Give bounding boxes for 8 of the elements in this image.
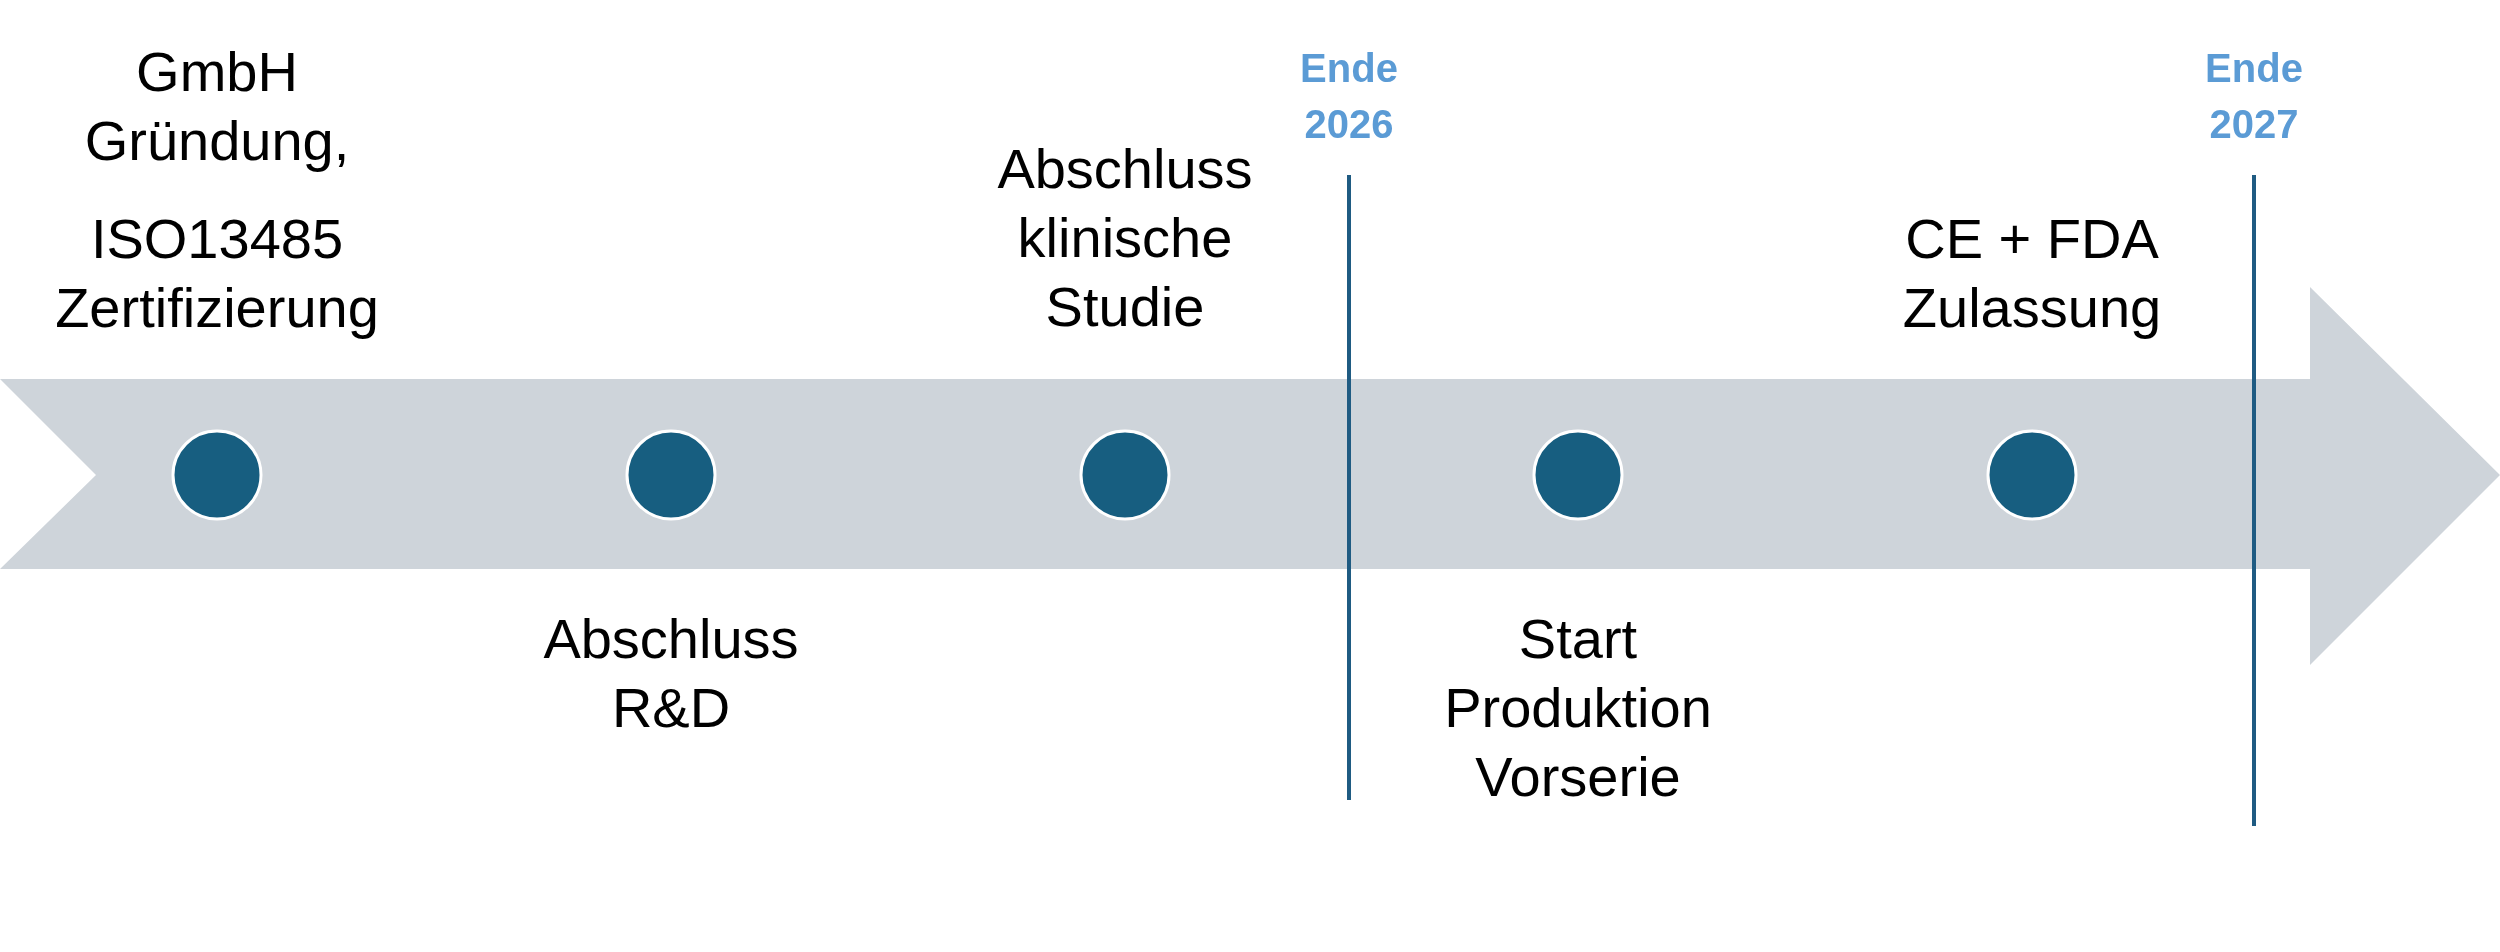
year-label: Ende 2026 — [1299, 45, 1399, 148]
milestone-text: GmbH Gründung, — [83, 39, 351, 174]
milestone-text: Abschluss klinische Studie — [996, 136, 1254, 340]
milestone-text: Start Produktion Vorserie — [1443, 606, 1713, 810]
year-label: Ende 2027 — [2204, 45, 2304, 148]
milestone-text: ISO13485 Zertifizierung — [54, 206, 380, 341]
milestone-text: Abschluss R&D — [542, 606, 800, 741]
milestone-text: CE + FDA Zulassung — [1901, 206, 2163, 341]
